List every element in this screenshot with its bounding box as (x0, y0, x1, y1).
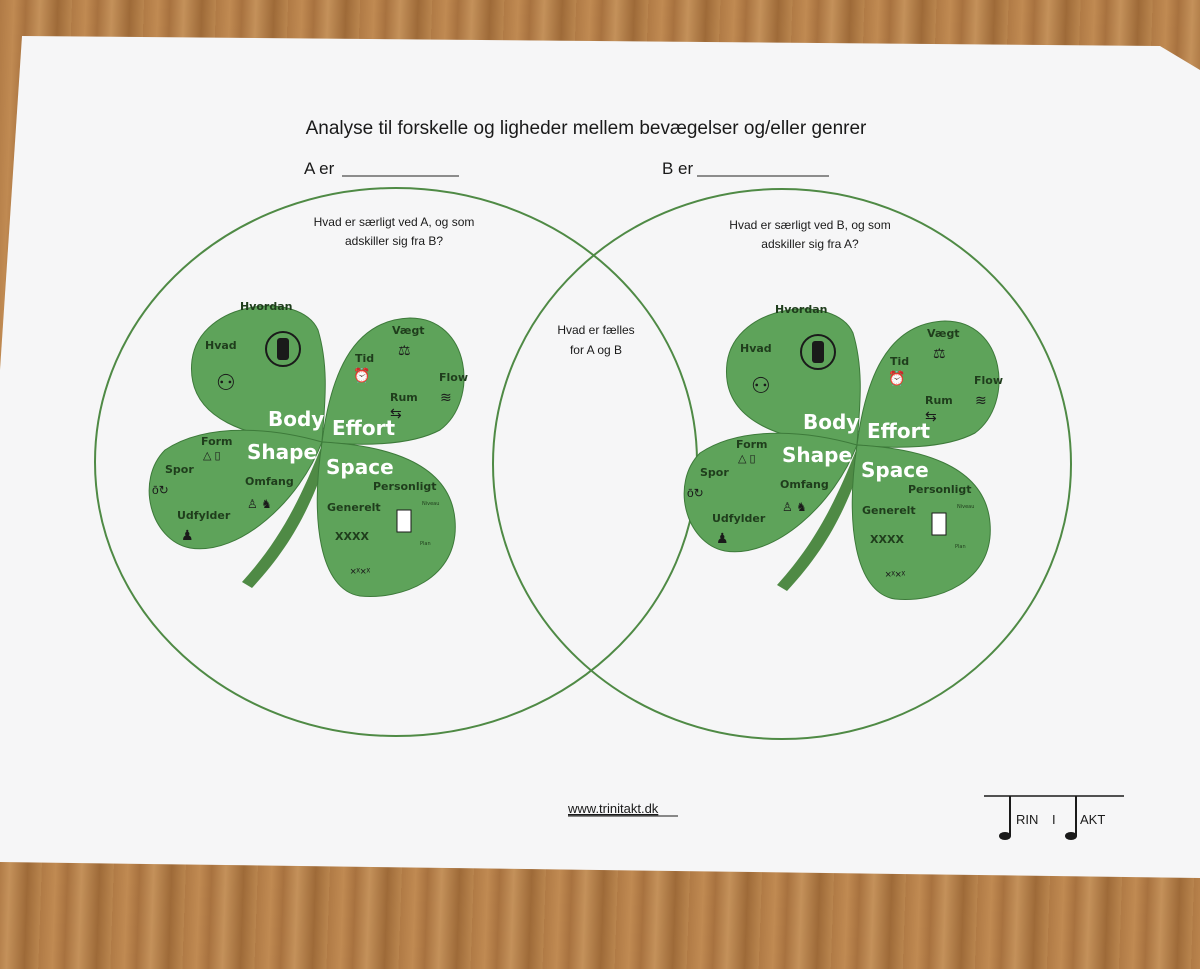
label-shape: Shape (782, 443, 852, 467)
label-xxxx: XXXX (335, 530, 369, 543)
label-generelt: Generelt (862, 504, 916, 517)
label-udfylder: Udfylder (177, 509, 231, 522)
clock-icon: ⏰ (888, 369, 905, 387)
stretch-icon: ♙ ♞ (247, 497, 272, 511)
label-personligt: Personligt (373, 480, 437, 493)
clover-a: Hvordan Hvad ⚇ Body Vægt ⚖ Tid ⏰ Flow ≋ … (148, 300, 468, 597)
logo-text-i: I (1052, 812, 1056, 827)
stand-icon: ♟ (181, 527, 194, 543)
label-plan: Plan (955, 544, 966, 550)
leaf-body (726, 308, 861, 446)
spiral-icon: ō↻ (152, 483, 169, 497)
scatter-x-icon: ×ˣ×ˣ (885, 569, 905, 581)
dancers-icon: ⚇ (751, 373, 771, 398)
leaf-effort (856, 320, 1000, 448)
leaf-shape (683, 432, 858, 553)
prompt-a-line2: adskiller sig fra B? (345, 234, 443, 248)
arrows-icon: ⇆ (390, 405, 402, 421)
label-hvad: Hvad (205, 339, 237, 352)
scale-icon: ⚖ (398, 342, 411, 358)
label-form: Form (201, 435, 233, 448)
clover-b: Hvordan Hvad ⚇ Body Vægt ⚖ Tid ⏰ Flow ≋ … (683, 303, 1003, 600)
worksheet-title: Analyse til forskelle og ligheder mellem… (306, 118, 867, 139)
label-a: A er (304, 159, 335, 178)
label-generelt: Generelt (327, 501, 381, 514)
logo-text-akt: AKT (1080, 812, 1105, 827)
scatter-x-icon: ×ˣ×ˣ (350, 566, 370, 578)
stand-icon: ♟ (716, 530, 729, 546)
prompt-a-line1: Hvad er særligt ved A, og som (314, 215, 475, 229)
common-line2: for A og B (570, 343, 622, 357)
label-b: B er (662, 159, 694, 178)
clock-icon: ⏰ (353, 366, 370, 384)
label-body: Body (268, 407, 324, 431)
label-personligt: Personligt (908, 483, 972, 496)
label-tid: Tid (890, 355, 909, 368)
label-vaegt: Vægt (392, 324, 425, 337)
label-udfylder: Udfylder (712, 512, 766, 525)
prompt-b-line1: Hvad er særligt ved B, og som (729, 218, 890, 232)
label-omfang: Omfang (245, 475, 294, 488)
label-spor: Spor (165, 463, 194, 476)
spiral-icon: ō↻ (687, 486, 704, 500)
leaf-space (316, 441, 456, 597)
person-icon-frame (931, 512, 947, 536)
wave-icon: ≋ (440, 389, 452, 405)
body-figure-icon (800, 334, 836, 370)
prompt-b-line2: adskiller sig fra A? (761, 237, 859, 251)
label-spor: Spor (700, 466, 729, 479)
triangle-icon: △ ▯ (203, 450, 221, 462)
common-line1: Hvad er fælles (557, 323, 634, 337)
label-hvordan: Hvordan (240, 300, 293, 313)
label-body: Body (803, 410, 859, 434)
label-tid: Tid (355, 352, 374, 365)
body-figure-icon (265, 331, 301, 367)
clover-stem (777, 448, 865, 591)
label-rum: Rum (390, 391, 418, 404)
logo-text-rin: RIN (1016, 812, 1038, 827)
paper-sheet (0, 36, 1200, 878)
label-effort: Effort (332, 416, 395, 440)
label-effort: Effort (867, 419, 930, 443)
label-niveau: Niveau (422, 501, 439, 507)
label-hvordan: Hvordan (775, 303, 828, 316)
scale-icon: ⚖ (933, 345, 946, 361)
label-xxxx: XXXX (870, 533, 904, 546)
leaf-space (851, 444, 991, 600)
label-vaegt: Vægt (927, 327, 960, 340)
body-figure-icon-shape (277, 338, 289, 360)
logo-note-head-2 (1065, 832, 1077, 840)
label-space: Space (861, 458, 929, 482)
label-flow: Flow (439, 371, 468, 384)
leaf-effort (321, 317, 465, 445)
leaf-body (191, 305, 326, 443)
label-space: Space (326, 455, 394, 479)
arrows-icon: ⇆ (925, 408, 937, 424)
leaf-shape (148, 429, 323, 550)
venn-circle-b (492, 188, 1072, 740)
footer-url-link[interactable]: www.trinitakt.dk (567, 801, 659, 816)
triangle-icon: △ ▯ (738, 453, 756, 465)
person-icon-frame (396, 509, 412, 533)
label-rum: Rum (925, 394, 953, 407)
label-shape: Shape (247, 440, 317, 464)
label-flow: Flow (974, 374, 1003, 387)
wave-icon: ≋ (975, 392, 987, 408)
dancers-icon: ⚇ (216, 370, 236, 395)
trinitakt-logo: RIN I AKT (984, 795, 1124, 840)
label-omfang: Omfang (780, 478, 829, 491)
logo-note-head-1 (999, 832, 1011, 840)
stretch-icon: ♙ ♞ (782, 500, 807, 514)
label-plan: Plan (420, 541, 431, 547)
label-hvad: Hvad (740, 342, 772, 355)
clover-stem (242, 445, 330, 588)
label-form: Form (736, 438, 768, 451)
body-figure-icon-shape (812, 341, 824, 363)
label-niveau: Niveau (957, 504, 974, 510)
